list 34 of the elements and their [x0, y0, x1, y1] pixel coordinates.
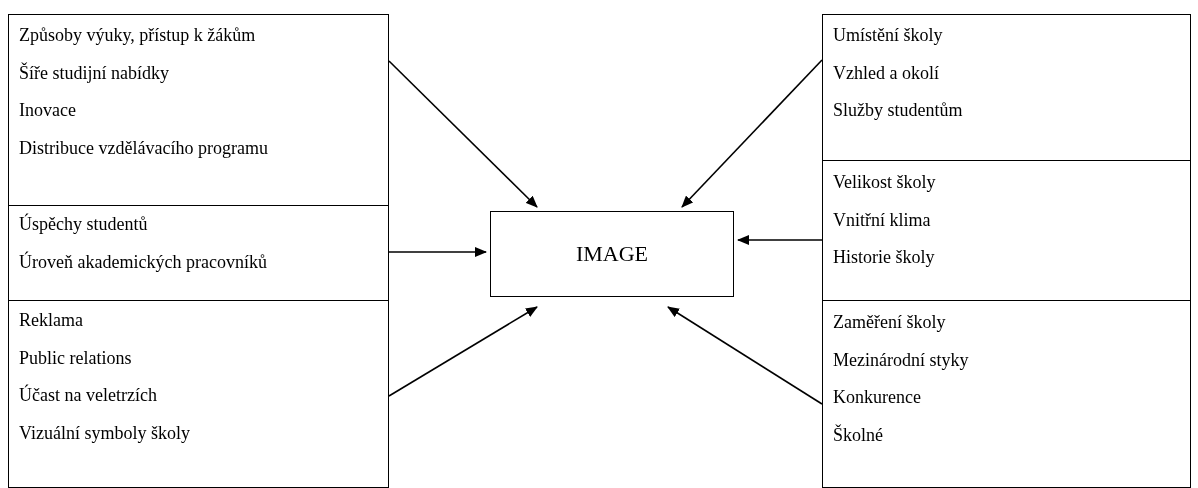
factor-text: Public relations	[18, 346, 133, 370]
arrow	[737, 235, 823, 245]
factor-text: Velikost školy	[832, 171, 937, 194]
factor-text: Konkurence	[832, 386, 922, 409]
factor-box	[822, 160, 1191, 301]
arrow	[667, 306, 823, 405]
center-box	[490, 211, 734, 297]
arrow	[388, 306, 538, 397]
factor-box	[8, 14, 389, 206]
center-label: IMAGE	[575, 241, 649, 267]
factor-text: Úspěchy studentů	[18, 212, 149, 236]
arrow	[681, 59, 823, 208]
factor-box	[8, 205, 389, 301]
factor-box	[822, 300, 1191, 488]
factor-text: Inovace	[18, 99, 77, 122]
factor-text: Reklama	[18, 309, 84, 332]
factor-text: Umístění školy	[832, 24, 944, 47]
factor-text: Služby studentům	[832, 99, 964, 122]
factor-text: Mezinárodní styky	[832, 348, 970, 372]
factor-text: Vizuální symboly školy	[18, 421, 191, 445]
factor-text: Zaměření školy	[832, 311, 947, 334]
factor-box	[822, 14, 1191, 161]
factor-text: Vzhled a okolí	[832, 61, 940, 85]
factor-text: Způsoby výuky, přístup k žákům	[18, 24, 257, 47]
factor-text: Úroveň akademických pracovníků	[18, 250, 268, 274]
arrow	[388, 60, 538, 208]
factor-text: Účast na veletrzích	[18, 383, 158, 407]
factor-text: Školné	[832, 423, 884, 447]
factor-text: Vnitřní klima	[832, 208, 932, 232]
factor-text: Distribuce vzdělávacího programu	[18, 136, 269, 160]
factor-text: Historie školy	[832, 246, 936, 269]
arrow	[388, 247, 487, 257]
factor-box	[8, 300, 389, 488]
factor-text: Šíře studijní nabídky	[18, 61, 170, 85]
